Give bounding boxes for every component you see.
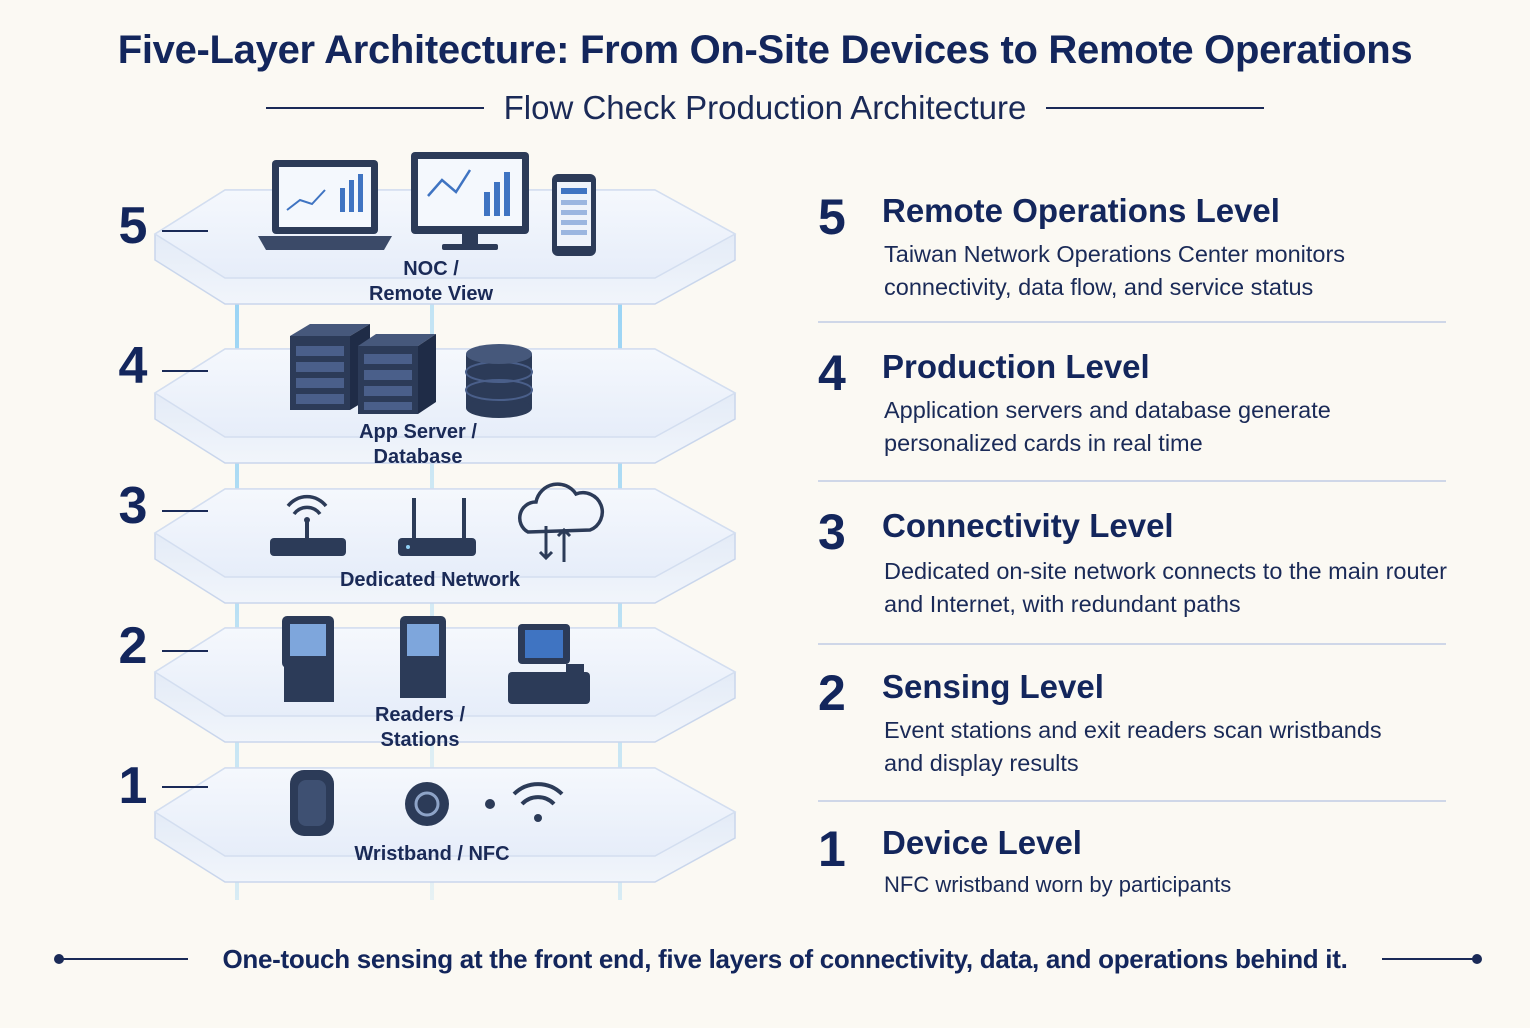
layer-4-label: App Server / Database	[298, 420, 538, 470]
wireless-signal-icon	[485, 782, 564, 822]
layer-5-number: 5	[118, 197, 148, 255]
level-divider	[818, 800, 1446, 802]
layer-3-label-line1: Dedicated Network	[339, 569, 521, 591]
footer-dot	[1472, 954, 1482, 964]
layer-4-label-line2: Database	[373, 446, 463, 468]
kiosk-icon	[400, 616, 446, 698]
layer-3-label: Dedicated Network	[310, 568, 550, 593]
layer-1-number: 1	[118, 757, 148, 815]
server-icon	[358, 334, 436, 414]
layer-5-label-line1: NOC /	[403, 258, 459, 280]
layer-1-tick	[162, 786, 208, 788]
subtitle: Flow Check Production Architecture	[503, 89, 1027, 126]
level-1-title: Device Level	[882, 824, 1082, 861]
wristband-icon	[290, 770, 334, 836]
layer-2-label: Readers / Stations	[300, 703, 540, 753]
level-2-title: Sensing Level	[882, 668, 1104, 705]
footer-line-right	[1382, 954, 1482, 964]
level-3-title: Connectivity Level	[882, 507, 1174, 544]
layer-2-tick	[162, 650, 208, 652]
layer-2-label-line2: Stations	[380, 729, 460, 751]
layer-4-label-line1: App Server /	[359, 421, 477, 443]
level-1-description: NFC wristband worn by participants	[884, 872, 1232, 897]
wifi-router-icon	[270, 494, 346, 556]
monitor-icon	[411, 152, 529, 250]
subtitle-row: Flow Check Production Architecture	[0, 86, 1530, 130]
level-5-description: Taiwan Network Operations Center monitor…	[884, 241, 1346, 300]
level-3-description: Dedicated on-site network connects to th…	[884, 558, 1447, 617]
level-4-number: 4	[818, 345, 846, 401]
level-5-number: 5	[818, 189, 846, 245]
subtitle-rule-right	[1046, 107, 1265, 109]
footer-line-left	[54, 954, 188, 964]
layer-1-label-line1: Wristband / NFC	[354, 843, 510, 865]
laptop-icon	[258, 160, 392, 250]
level-1-number: 1	[818, 821, 846, 877]
level-3-number: 3	[818, 504, 846, 560]
database-icon	[465, 344, 533, 418]
level-4-title: Production Level	[882, 348, 1150, 385]
level-divider	[818, 321, 1446, 323]
layer-5-label-line2: Remote View	[368, 283, 494, 305]
subtitle-rule-left	[265, 107, 484, 109]
layer-2-number: 2	[118, 617, 148, 675]
footer-tagline: One-touch sensing at the front end, five…	[222, 943, 1348, 974]
layer-4-tick	[162, 370, 208, 372]
layer-stack-diagram: NOC / Remote View App Server / Database …	[0, 140, 800, 900]
router-icon	[398, 498, 476, 556]
kiosk-icon	[282, 616, 334, 702]
level-divider	[818, 643, 1446, 645]
layer-1-label: Wristband / NFC	[312, 842, 552, 867]
layer-3-tick	[162, 510, 208, 512]
level-4-description: Application servers and database generat…	[884, 397, 1331, 456]
layer-5-tick	[162, 230, 208, 232]
phone-icon	[552, 174, 596, 256]
nfc-tag-icon	[405, 782, 449, 826]
level-2-description: Event stations and exit readers scan wri…	[884, 717, 1382, 776]
level-2-number: 2	[818, 665, 846, 721]
footer-dot	[54, 954, 64, 964]
page-title: Five-Layer Architecture: From On-Site De…	[117, 28, 1413, 72]
footer: One-touch sensing at the front end, five…	[54, 934, 1482, 984]
layer-3-number: 3	[118, 477, 148, 535]
cloud-icon	[518, 482, 604, 562]
pos-terminal-icon	[508, 624, 590, 704]
layer-4-number: 4	[118, 337, 148, 395]
layer-2-label-line1: Readers /	[374, 704, 466, 726]
layer-stack-svg	[154, 152, 736, 900]
level-divider	[818, 480, 1446, 482]
layer-5-label: NOC / Remote View	[311, 257, 551, 307]
level-5-title: Remote Operations Level	[882, 192, 1280, 229]
